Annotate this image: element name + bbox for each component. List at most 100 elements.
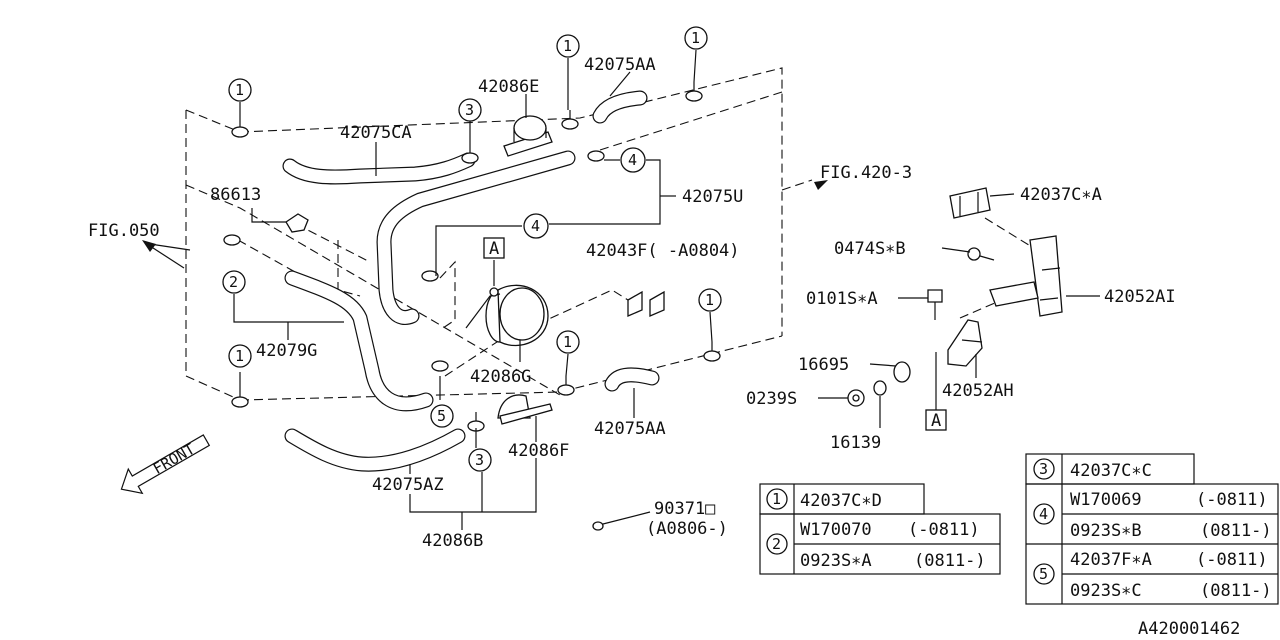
svg-text:(-0811): (-0811) (908, 520, 980, 540)
legend-row-5: 5 42037F∗A (-0811) 0923S∗C (0811-) (1033, 550, 1272, 601)
front-label: FRONT (150, 440, 198, 478)
svg-text:4: 4 (1039, 505, 1048, 523)
hose-clamp (231, 118, 249, 138)
hose-clamp (557, 376, 575, 396)
bolt-0101SA (927, 289, 943, 320)
callout-3: 3 (468, 448, 492, 472)
svg-text:3: 3 (1039, 460, 1048, 478)
label-0101SA: 0101S∗A (806, 289, 878, 309)
hose-clamp (685, 82, 703, 102)
svg-text:1: 1 (772, 490, 781, 508)
svg-text:(-0811): (-0811) (1196, 490, 1268, 510)
legend-row-2: 2 W170070 (-0811) 0923S∗A (0811-) (766, 520, 986, 571)
bracket-42052AH (947, 319, 983, 367)
svg-text:1: 1 (235, 81, 244, 99)
svg-text:5: 5 (437, 407, 446, 425)
bracket-42043F (627, 290, 665, 317)
callout-3: 3 (458, 98, 482, 122)
ref-a-right-label: A (931, 411, 941, 431)
ref-a-left-label: A (489, 239, 499, 259)
svg-text:42037C∗D: 42037C∗D (800, 491, 882, 511)
callout-5: 5 (430, 404, 454, 428)
plug-90371 (592, 511, 651, 531)
callout-1: 1 (228, 344, 252, 368)
svg-text:5: 5 (1039, 565, 1048, 583)
svg-text:1: 1 (563, 37, 572, 55)
grommet-16695 (893, 361, 911, 383)
svg-text:42037F∗A: 42037F∗A (1070, 550, 1152, 570)
label-90371: 90371□ (654, 499, 716, 519)
callouts: 1 3 1 1 4 4 2 1 5 1 1 3 (222, 26, 722, 472)
legend-row-1: 1 42037C∗D (766, 488, 882, 511)
label-42075AZ: 42075AZ (372, 475, 444, 495)
label-42086G: 42086G (470, 367, 531, 387)
hose-clamp (461, 144, 479, 164)
hose-clamp (223, 234, 241, 246)
svg-text:1: 1 (705, 291, 714, 309)
svg-text:1: 1 (691, 29, 700, 47)
label-42075AA-bottom: 42075AA (594, 419, 666, 439)
label-42075U: 42075U (682, 187, 743, 207)
svg-text:(0811-): (0811-) (914, 551, 986, 571)
callout-1: 1 (556, 34, 580, 58)
hose-clamp (587, 150, 605, 162)
callout-4: 4 (620, 147, 646, 173)
label-16139: 16139 (830, 433, 881, 453)
footer-code: A420001462 (1138, 619, 1240, 639)
ref-box-a-right: A (925, 409, 947, 431)
label-42086F: 42086F (508, 441, 569, 461)
callout-1: 1 (228, 78, 252, 102)
label-42086B: 42086B (422, 531, 483, 551)
svg-text:3: 3 (465, 101, 474, 119)
label-90371-range: (A0806-) (646, 519, 728, 539)
svg-text:(-0811): (-0811) (1196, 550, 1268, 570)
svg-text:2: 2 (229, 273, 238, 291)
bracket-42052AI (989, 235, 1063, 317)
svg-text:(0811-): (0811-) (1200, 581, 1272, 601)
label-0239S: 0239S (746, 389, 797, 409)
legend-table-right: 3 42037C∗C 4 W170069 (-0811) 0923S∗B (08… (1025, 453, 1279, 605)
bracket-42037CA (949, 187, 991, 219)
svg-text:42037C∗C: 42037C∗C (1070, 461, 1152, 481)
washer-16139 (873, 380, 887, 396)
label-86613: 86613 (210, 185, 261, 205)
label-fig-050: FIG.050 (88, 221, 160, 241)
svg-text:0923S∗B: 0923S∗B (1070, 521, 1142, 541)
svg-text:0923S∗A: 0923S∗A (800, 551, 872, 571)
label-fig-420-3: FIG.420-3 (820, 163, 912, 183)
svg-text:W170070: W170070 (800, 520, 872, 540)
callout-1: 1 (556, 330, 580, 354)
canister-42086G (465, 284, 549, 347)
hose-clamps (223, 82, 721, 432)
legend-row-3: 3 42037C∗C (1033, 458, 1152, 481)
label-42075AA-top: 42075AA (584, 55, 656, 75)
nut-0239S (847, 389, 865, 407)
valve-42086E (503, 115, 553, 157)
svg-text:(0811-): (0811-) (1200, 521, 1272, 541)
label-16695: 16695 (798, 355, 849, 375)
callout-1: 1 (684, 26, 708, 50)
front-arrow-icon: FRONT (120, 434, 211, 495)
callout-4: 4 (523, 213, 549, 239)
leader-lines (149, 49, 1100, 530)
label-42075CA: 42075CA (340, 123, 412, 143)
part-labels: 42075CA 42086E 42075AA FIG.420-3 42075U … (88, 55, 1240, 639)
hose-clamp (231, 388, 249, 408)
label-42037CA: 42037C∗A (1020, 185, 1102, 205)
callout-1: 1 (698, 288, 722, 312)
label-42079G: 42079G (256, 341, 317, 361)
hose-clamp (467, 412, 485, 432)
label-42086E: 42086E (478, 77, 539, 97)
hoses (282, 90, 660, 472)
svg-text:W170069: W170069 (1070, 490, 1142, 510)
label-42052AI: 42052AI (1104, 287, 1176, 307)
svg-text:4: 4 (531, 217, 540, 235)
hose-clamp (561, 110, 579, 130)
svg-text:3: 3 (475, 451, 484, 469)
fig-arrow-right-icon (814, 180, 828, 190)
legend-row-4: 4 W170069 (-0811) 0923S∗B (0811-) (1033, 490, 1272, 541)
label-0474SB: 0474S∗B (834, 239, 906, 259)
hose-clamp (421, 270, 439, 282)
hose-clamp (431, 360, 449, 372)
